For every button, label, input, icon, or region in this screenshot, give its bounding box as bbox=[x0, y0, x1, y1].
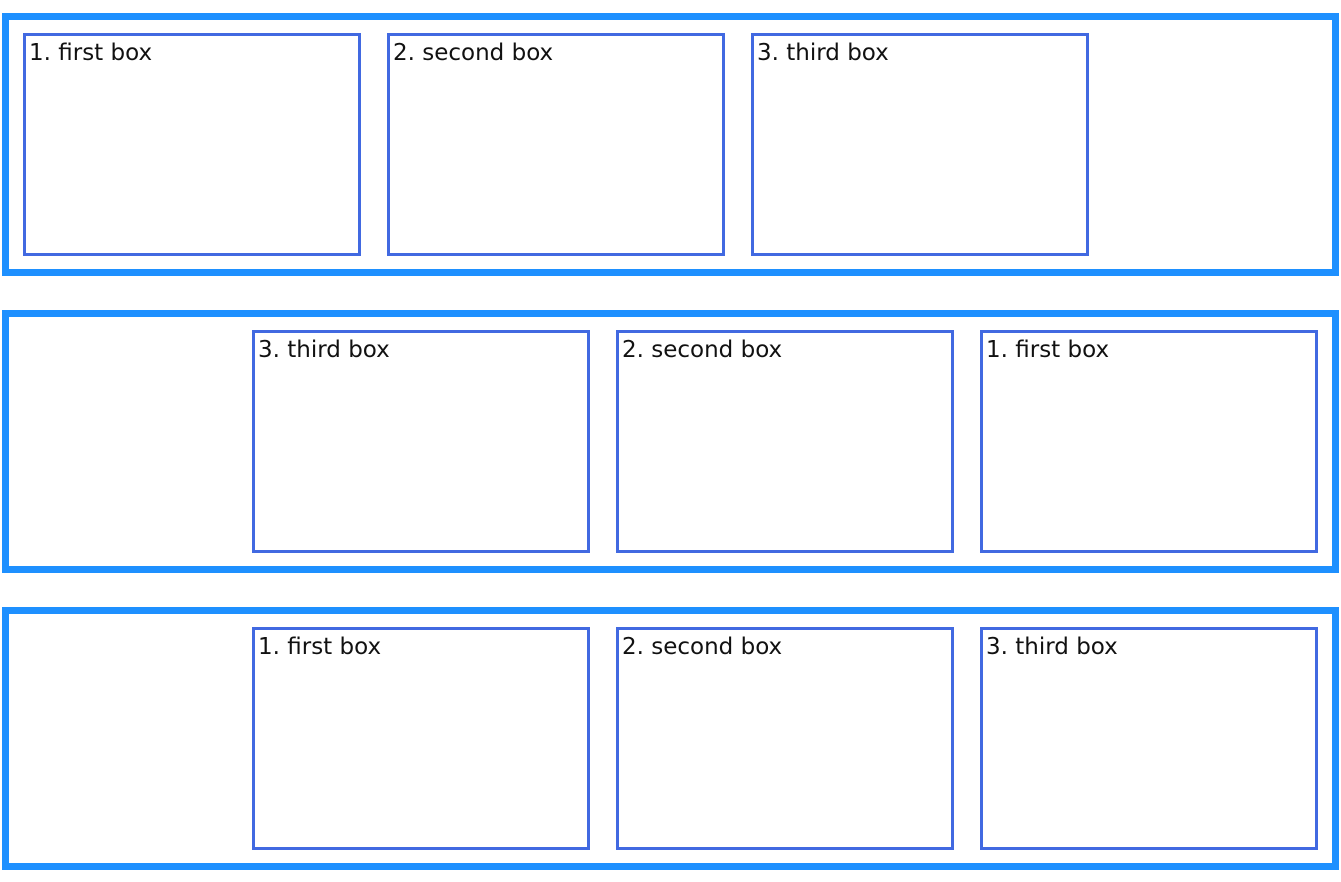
flex-container-2: 3. third box 2. second box 1. first box bbox=[2, 310, 1339, 573]
box-item: 3. third box bbox=[751, 33, 1089, 256]
box-item: 2. second box bbox=[616, 330, 954, 553]
box-item: 3. third box bbox=[252, 330, 590, 553]
flex-container-1: 1. first box 2. second box 3. third box bbox=[2, 13, 1339, 276]
box-item: 2. second box bbox=[387, 33, 725, 256]
box-item: 1. first box bbox=[23, 33, 361, 256]
box-item: 1. first box bbox=[252, 627, 590, 850]
box-item: 1. first box bbox=[980, 330, 1318, 553]
box-item: 2. second box bbox=[616, 627, 954, 850]
flex-container-3: 1. first box 2. second box 3. third box bbox=[2, 607, 1339, 870]
box-item: 3. third box bbox=[980, 627, 1318, 850]
